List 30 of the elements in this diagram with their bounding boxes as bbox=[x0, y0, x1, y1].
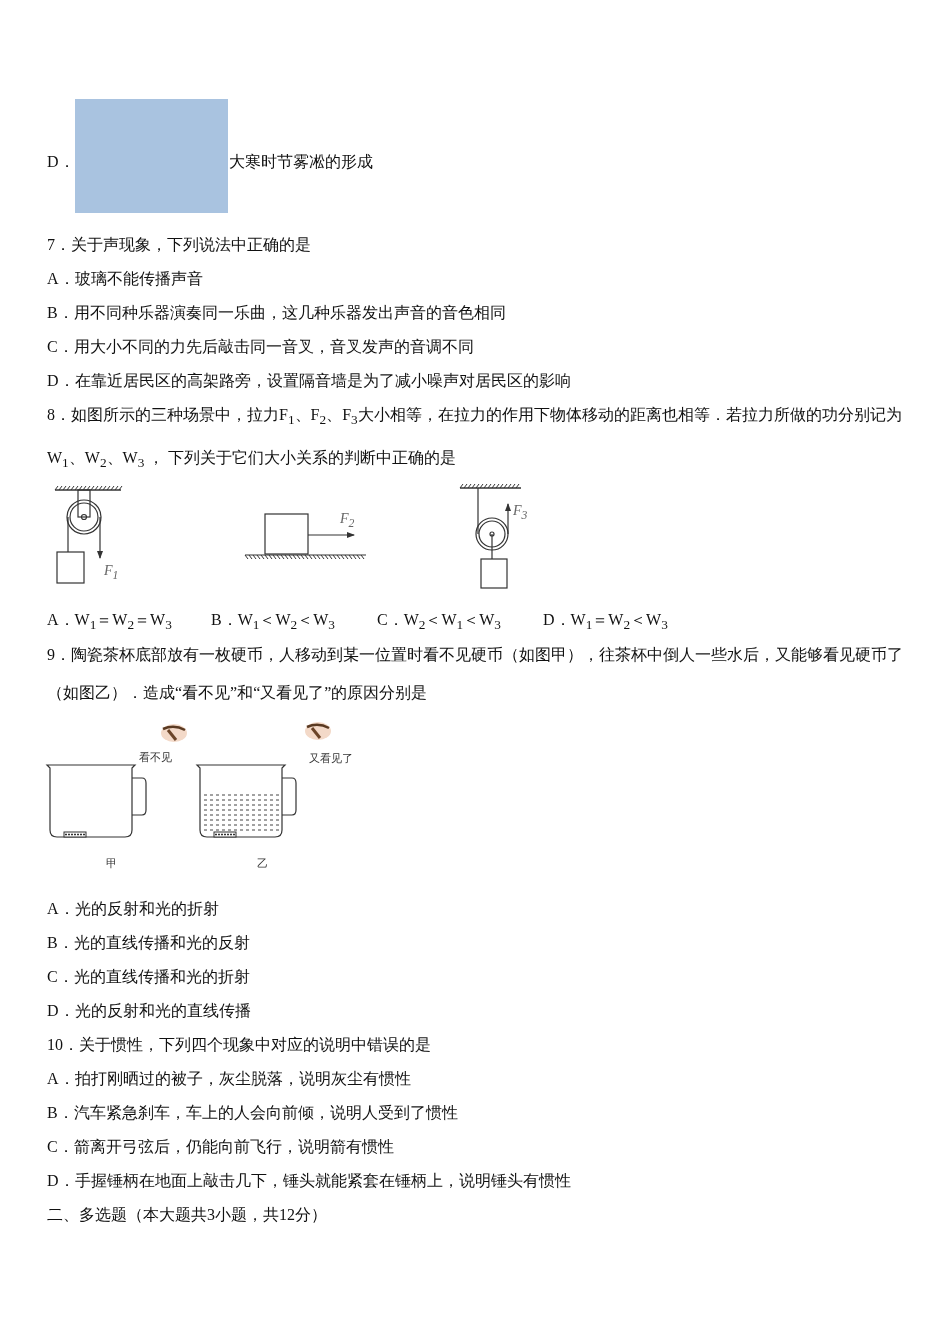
option-text: 大寒时节雾凇的形成 bbox=[229, 152, 373, 172]
option-text: D．在靠近居民区的高架路旁，设置隔音墙是为了减小噪声对居民区的影响 bbox=[47, 371, 571, 391]
option-text: B．光的直线传播和光的反射 bbox=[47, 933, 250, 953]
option-text: C．光的直线传播和光的折射 bbox=[47, 967, 250, 987]
option-text: B．汽车紧急刹车，车上的人会向前倾，说明人受到了惯性 bbox=[47, 1103, 458, 1123]
option-text: D．光的反射和光的直线传播 bbox=[47, 1001, 251, 1021]
option-text: D．W$_{1}$＝W$_{2}$＜W$_{3}$ bbox=[543, 610, 668, 635]
option-text: B．用不同种乐器演奏同一乐曲，这几种乐器发出声音的音色相同 bbox=[47, 303, 506, 323]
force-label: F$_{2}$ bbox=[340, 510, 355, 532]
figure-label: 乙 bbox=[257, 857, 268, 871]
figure-label: 甲 bbox=[106, 857, 117, 871]
option-text: C．箭离开弓弦后，仍能向前飞行，说明箭有惯性 bbox=[47, 1137, 394, 1157]
question-text: 8．如图所示的三种场景中，拉力F$_{1}$、F$_{2}$、F$_{3}$大小相等，在拉力的作用下物体移动的距离也相等．若拉力所做的功分别记为W$_{1}$、W$_{2}$、W$_{3}$ ， 下列关于它们大小关系的判断中正确的是 bbox=[47, 405, 903, 473]
option-letter: D． bbox=[47, 152, 75, 172]
force-label: F$_{3}$ bbox=[513, 502, 528, 524]
option-text: C．用大小不同的力先后敲击同一音叉，音叉发声的音调不同 bbox=[47, 337, 474, 357]
figure-label: 又看见了 bbox=[309, 752, 353, 766]
option-text: A．玻璃不能传播声音 bbox=[47, 269, 203, 289]
question-text: 10．关于惯性，下列四个现象中对应的说明中错误的是 bbox=[47, 1035, 431, 1055]
question-text: 7．关于声现象，下列说法中正确的是 bbox=[47, 235, 311, 255]
option-text: A．W$_{1}$＝W$_{2}$＝W$_{3}$ bbox=[47, 610, 172, 635]
option-text: A．光的反射和光的折射 bbox=[47, 899, 219, 919]
figure-label: 看不见 bbox=[139, 751, 172, 765]
question-text: 9．陶瓷茶杯底部放有一枚硬币，人移动到某一位置时看不见硬币（如图甲），往茶杯中倒人一些水后，又能够看见硬币了（如图乙）．造成“看不见”和“又看见了”的原因分别是 bbox=[47, 645, 904, 703]
force-label: F$_{1}$ bbox=[104, 562, 119, 584]
section-heading: 二、多选题（本大题共3小题，共12分） bbox=[47, 1205, 327, 1225]
option-text: D．手握锤柄在地面上敲击几下，锤头就能紧套在锤柄上，说明锤头有惯性 bbox=[47, 1171, 571, 1191]
option-text: B．W$_{1}$＜W$_{2}$＜W$_{3}$ bbox=[211, 610, 335, 635]
option-text: A．拍打刚晒过的被子，灰尘脱落，说明灰尘有惯性 bbox=[47, 1069, 411, 1089]
option-text: C．W$_{2}$＜W$_{1}$＜W$_{3}$ bbox=[377, 610, 501, 635]
